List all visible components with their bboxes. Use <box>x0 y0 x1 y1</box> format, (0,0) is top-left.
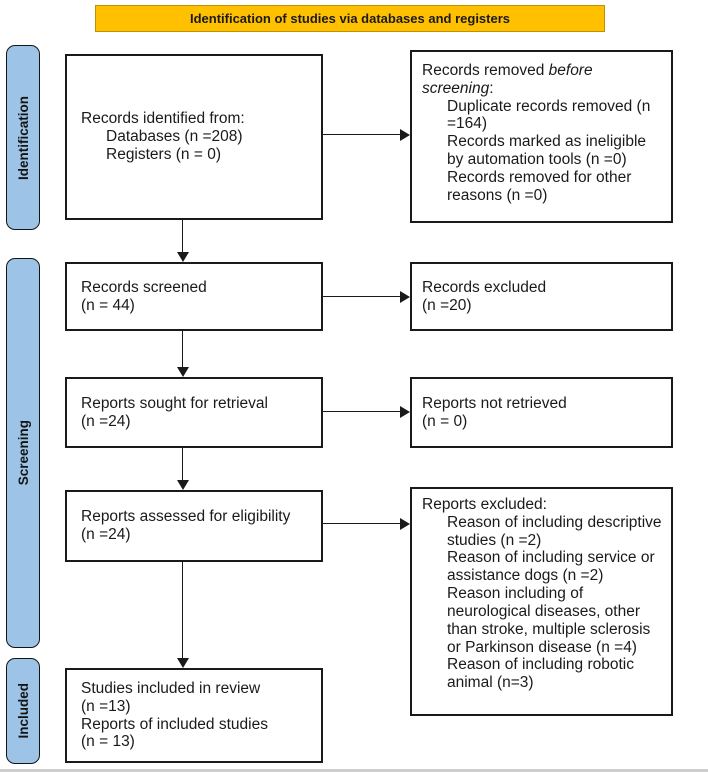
box-line: (n =20) <box>422 296 472 314</box>
box-line: (n =13) <box>81 697 131 715</box>
stage-label-text: Included <box>15 683 31 739</box>
box-records-identified: Records identified from: Databases (n =2… <box>65 54 323 220</box>
title-italic-text: before screening <box>422 62 593 97</box>
box-records-excluded: Records excluded (n =20) <box>410 262 673 331</box>
box-line: Reason of including robotic animal (n=3) <box>447 656 634 692</box>
box-records-screened: Records screened (n = 44) <box>65 262 323 331</box>
box-line: Reports of included studies <box>81 715 268 733</box>
box-line: Records removed for other reasons (n =0) <box>447 168 632 204</box>
box-line: Duplicate records removed (n =164) <box>447 97 651 133</box>
box-line: Reason including of neurological disease… <box>447 585 651 656</box>
box-line: Reason of including descriptive studies … <box>447 513 662 549</box>
box-line: Registers (n = 0) <box>106 145 222 163</box>
box-reports-excluded: Reports excluded: Reason of including de… <box>410 487 673 716</box>
arrow-assessed-to-included <box>176 562 189 668</box>
box-line: (n =24) <box>81 412 131 430</box>
box-line: Records screened <box>81 278 207 296</box>
box-line: Databases (n =208) <box>106 128 243 146</box>
stage-label-identification: Identification <box>6 45 40 230</box>
box-reports-sought: Reports sought for retrieval (n =24) <box>65 377 323 448</box>
box-line: (n = 13) <box>81 733 135 751</box>
box-title: Records identified from: <box>81 110 245 128</box>
arrow-sought-to-not-retrieved <box>323 405 410 418</box>
box-line: Reports assessed for eligibility <box>81 508 291 526</box>
banner: Identification of studies via databases … <box>95 5 605 32</box>
title-text: Records removed <box>422 62 545 79</box>
stage-label-screening: Screening <box>6 258 40 648</box>
banner-title: Identification of studies via databases … <box>189 11 511 26</box>
arrow-identified-to-removed <box>323 128 410 141</box>
stage-label-text: Screening <box>15 420 31 486</box>
arrow-identified-to-screened <box>176 220 189 262</box>
arrow-screened-to-sought <box>176 331 189 377</box>
box-line: Records marked as ineligible by automati… <box>447 133 647 169</box>
box-line: (n =24) <box>81 526 131 543</box>
stage-label-included: Included <box>6 658 40 764</box>
box-line: Studies included in review <box>81 679 261 697</box>
box-line: Records excluded <box>422 278 547 296</box>
box-title: Records removed before screening: <box>422 62 663 98</box>
box-reports-assessed: Reports assessed for eligibility (n =24) <box>65 490 323 562</box>
figure-bottom-border <box>0 769 708 772</box>
arrow-sought-to-assessed <box>176 448 189 490</box>
box-studies-included: Studies included in review (n =13) Repor… <box>65 668 323 763</box>
box-line: Reason of including service or assistanc… <box>447 549 655 585</box>
box-reports-not-retrieved: Reports not retrieved (n = 0) <box>410 377 673 448</box>
title-colon: : <box>489 79 494 97</box>
box-line: Reports sought for retrieval <box>81 394 268 412</box>
box-title: Reports excluded: <box>422 496 547 513</box>
stage-label-text: Identification <box>15 95 31 180</box>
arrow-screened-to-excluded <box>323 290 410 303</box>
box-line: (n = 44) <box>81 296 135 314</box>
box-line: Reports not retrieved <box>422 394 567 412</box>
box-records-removed: Records removed before screening: Duplic… <box>410 50 673 223</box>
box-line: (n = 0) <box>422 412 468 430</box>
arrow-assessed-to-reports-excluded <box>323 517 410 530</box>
